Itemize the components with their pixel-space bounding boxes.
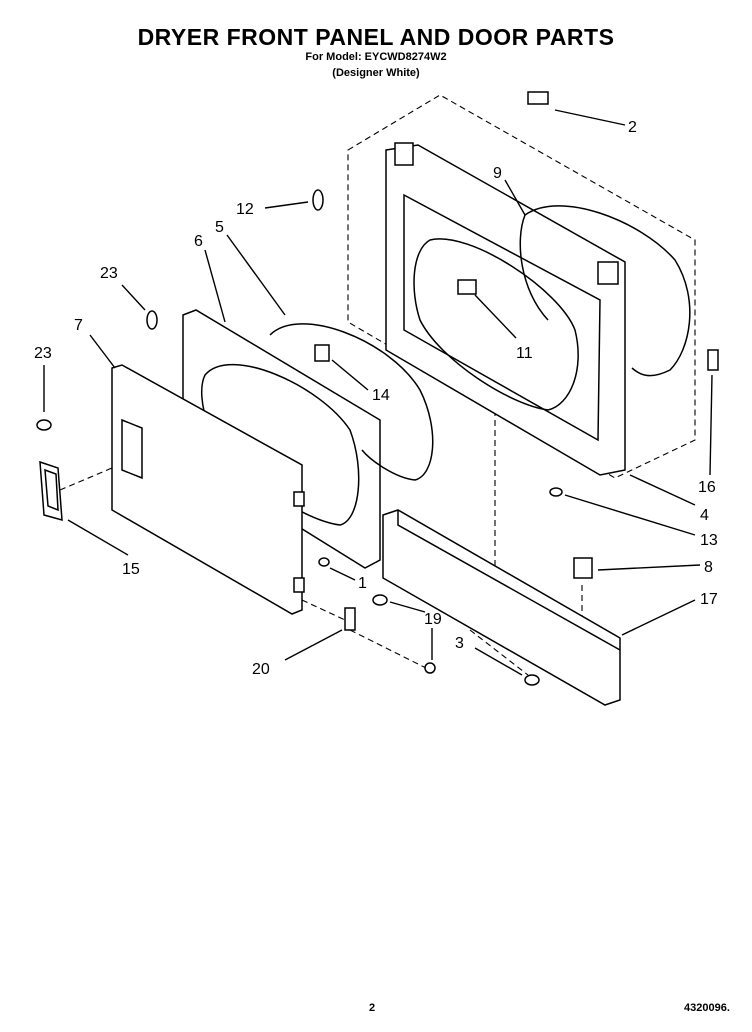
callout-11: 11 xyxy=(516,345,533,362)
toe-panel xyxy=(382,509,621,706)
screw-23-upper xyxy=(146,310,158,330)
assembly-outline xyxy=(59,94,696,676)
color-line: (Designer White) xyxy=(332,67,420,79)
document-code: 4320096. xyxy=(684,1002,730,1014)
toe-clip xyxy=(524,674,540,686)
door-hinge xyxy=(344,607,356,631)
door-handle-recess xyxy=(121,418,143,480)
page-title: DRYER FRONT PANEL AND DOOR PARTS xyxy=(137,24,615,50)
callout-5: 5 xyxy=(215,219,224,236)
outer-door xyxy=(111,364,305,615)
leader-lines xyxy=(43,109,713,676)
drum-seal-ring xyxy=(519,205,691,377)
screw-23-left xyxy=(36,419,52,431)
callout-8: 8 xyxy=(704,559,713,576)
callout-15: 15 xyxy=(122,561,140,578)
switch-bracket xyxy=(707,349,719,371)
spacer-1 xyxy=(318,557,330,567)
door-gasket xyxy=(269,323,434,481)
screw-19 xyxy=(372,594,388,606)
callout-13: 13 xyxy=(700,532,718,549)
callout-14: 14 xyxy=(372,387,390,404)
callout-20: 20 xyxy=(252,661,270,678)
callout-23-left: 23 xyxy=(34,345,52,362)
callout-4: 4 xyxy=(700,507,709,524)
frame-tab-left xyxy=(394,142,414,166)
screw-12 xyxy=(312,189,324,211)
hinge-bracket xyxy=(527,91,549,105)
screw-19-lower xyxy=(424,662,436,674)
door-hinge-top xyxy=(293,491,305,507)
callout-2: 2 xyxy=(628,119,637,136)
callout-23-upper: 23 xyxy=(100,265,118,282)
screw-13 xyxy=(549,487,563,497)
hardware-parts xyxy=(36,91,719,686)
callout-19: 19 xyxy=(424,611,442,628)
callout-17: 17 xyxy=(700,591,718,608)
callout-6: 6 xyxy=(194,233,203,250)
callout-3: 3 xyxy=(455,635,464,652)
callout-12: 12 xyxy=(236,201,254,218)
door-strike xyxy=(457,279,477,295)
callout-7: 7 xyxy=(74,317,83,334)
frame-tab-right xyxy=(597,261,619,285)
page-number: 2 xyxy=(369,1002,376,1014)
model-line: For Model: EYCWD8274W2 xyxy=(305,51,447,63)
door-handle xyxy=(39,460,63,522)
door-switch xyxy=(573,557,593,579)
door-hinge-bottom xyxy=(293,577,305,593)
front-panel-frame xyxy=(385,142,626,476)
callout-1: 1 xyxy=(358,575,367,592)
callout-9: 9 xyxy=(493,165,502,182)
callout-numbers: 2 9 12 5 6 23 7 23 11 14 16 4 13 15 8 1 … xyxy=(34,119,718,678)
door-catch xyxy=(314,344,330,362)
callout-16: 16 xyxy=(698,479,716,496)
